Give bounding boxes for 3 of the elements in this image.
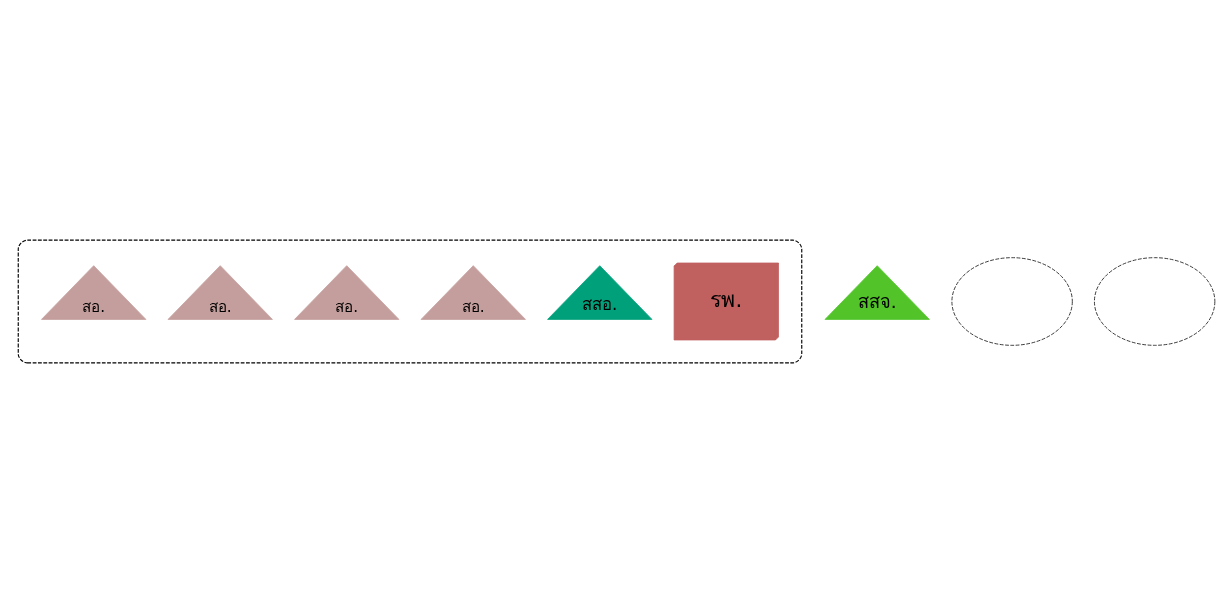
- cluster: [17, 239, 803, 363]
- node-ellipse: [1094, 256, 1216, 346]
- node-ellipse: [951, 256, 1073, 346]
